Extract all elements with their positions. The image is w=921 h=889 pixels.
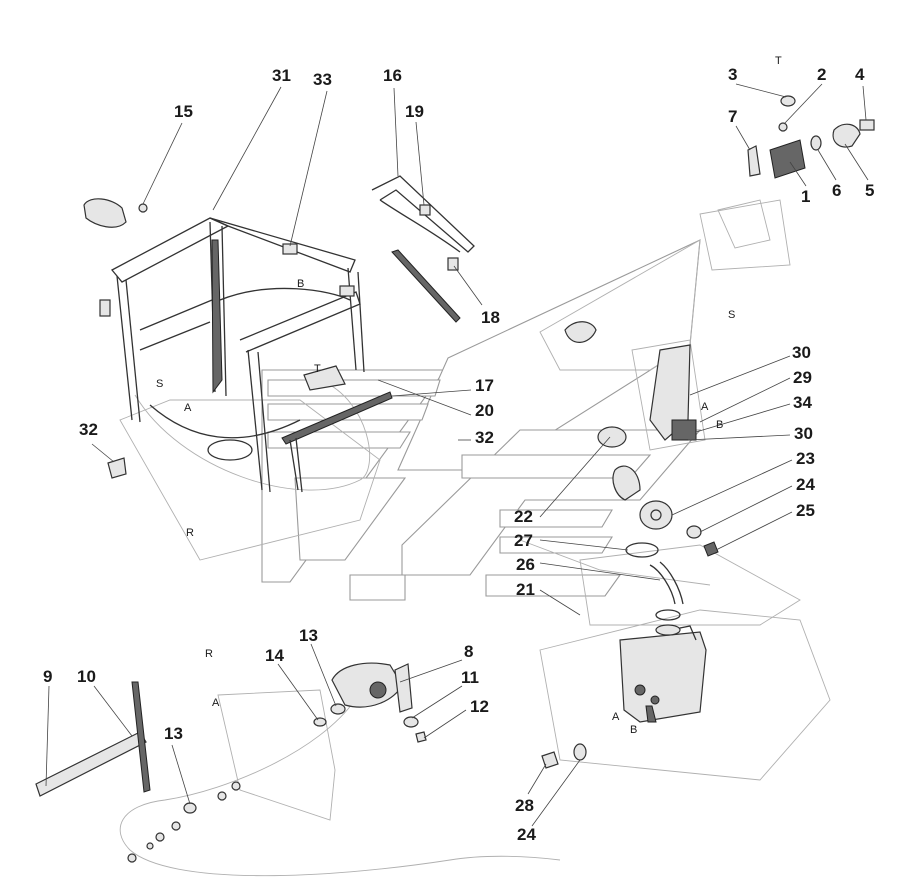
callout-25: 25 <box>796 501 815 520</box>
letter-s-cab: S <box>156 378 163 390</box>
callout-3: 3 <box>728 65 737 84</box>
callout-7: 7 <box>728 107 737 126</box>
callout-9: 9 <box>43 667 52 686</box>
letter-a-motor: A <box>212 697 220 709</box>
callout-6: 6 <box>832 181 841 200</box>
callout-13-top: 13 <box>299 626 318 645</box>
leader-lines <box>45 83 869 827</box>
callout-33: 33 <box>313 70 332 89</box>
callout-24-bottom: 24 <box>517 825 536 844</box>
callout-32-center: 32 <box>475 428 494 447</box>
callout-18: 18 <box>481 308 500 327</box>
letter-a-cab: A <box>184 402 192 414</box>
callout-5: 5 <box>865 181 874 200</box>
callout-22: 22 <box>514 507 533 526</box>
part-callouts: 1 2 3 4 5 6 7 8 9 10 11 12 13 13 14 15 1… <box>43 65 874 844</box>
callout-8: 8 <box>464 642 473 661</box>
callout-34: 34 <box>793 393 812 412</box>
callout-30-top: 30 <box>792 343 811 362</box>
callout-28: 28 <box>515 796 534 815</box>
callout-11: 11 <box>461 668 479 687</box>
hose-and-fittings <box>564 321 719 621</box>
washer-reservoir-tank <box>541 624 707 769</box>
letter-t-top: T <box>775 55 782 67</box>
letter-b-tank: B <box>630 724 637 736</box>
callout-27: 27 <box>514 531 533 550</box>
callout-30-mid: 30 <box>794 424 813 443</box>
callout-13-bottom: 13 <box>164 724 183 743</box>
clip-part <box>107 457 127 479</box>
callout-31: 31 <box>272 66 291 85</box>
washer-pump-part <box>83 198 148 228</box>
letter-t-cab: T <box>314 363 321 375</box>
callout-23: 23 <box>796 449 815 468</box>
letter-b-jet: B <box>716 419 723 431</box>
cab-frame <box>99 217 381 561</box>
letter-r-motor: R <box>205 648 213 660</box>
callout-16: 16 <box>383 66 402 85</box>
callout-14: 14 <box>265 646 284 665</box>
callout-21: 21 <box>516 580 535 599</box>
letter-a-jet: A <box>701 401 709 413</box>
letter-r-cab: R <box>186 527 194 539</box>
letter-b-cab: B <box>297 278 304 290</box>
windshield-wiper-assembly <box>371 175 475 323</box>
callout-2: 2 <box>817 65 826 84</box>
callout-1: 1 <box>801 187 810 206</box>
callout-4: 4 <box>855 65 865 84</box>
callout-24-right: 24 <box>796 475 815 494</box>
callout-12: 12 <box>470 697 489 716</box>
wiper-motor-assembly <box>127 662 427 863</box>
callout-15: 15 <box>174 102 193 121</box>
letter-s-right: S <box>728 309 735 321</box>
section-letters: T S B T S A R A B R A A B <box>156 55 782 736</box>
callout-32-left: 32 <box>79 420 98 439</box>
letter-a-tank: A <box>612 711 620 723</box>
callout-19: 19 <box>405 102 424 121</box>
rear-wiper-blade <box>281 365 393 493</box>
callout-17: 17 <box>475 376 494 395</box>
callout-29: 29 <box>793 368 812 387</box>
reservoir-bracket-fittings <box>717 95 875 249</box>
callout-20: 20 <box>475 401 494 420</box>
callout-26: 26 <box>516 555 535 574</box>
rear-wiper-arm <box>35 681 151 797</box>
callout-10: 10 <box>77 667 96 686</box>
